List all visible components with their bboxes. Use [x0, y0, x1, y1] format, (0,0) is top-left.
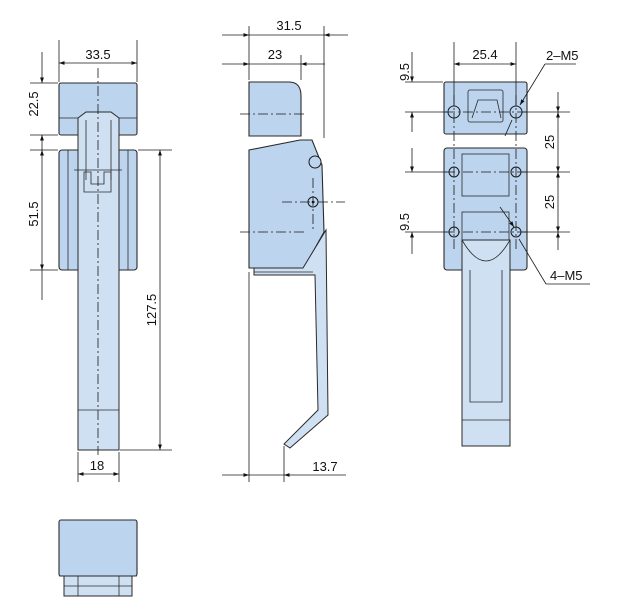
callout-lower-holes: 4–M5 — [550, 268, 583, 283]
dim-hole-spacing-width: 25.4 — [472, 47, 497, 62]
rear-view — [443, 81, 528, 447]
dim-overall-length: 127.5 — [144, 294, 159, 327]
front-dimensions: 33.5 22.5 51.5 127.5 18 — [26, 40, 172, 482]
side-view — [240, 81, 345, 449]
dim-front-cap-height: 22.5 — [26, 91, 41, 116]
dim-handle-width: 18 — [90, 458, 104, 473]
dim-side-total-depth: 31.5 — [276, 18, 301, 33]
dim-hole-offset-mid: 9.5 — [397, 213, 412, 231]
dim-hole-pitch-upper: 25 — [542, 135, 557, 149]
dim-front-width: 33.5 — [85, 47, 110, 62]
side-dimensions: 31.5 23 13.7 — [222, 18, 348, 482]
rear-dimensions: 25.4 9.5 9.5 25 25 2–M5 4–M5 — [397, 42, 590, 285]
callout-upper-holes: 2–M5 — [546, 48, 579, 63]
dim-side-body-depth: 23 — [268, 47, 282, 62]
bottom-view — [58, 519, 138, 597]
dim-hole-offset-top: 9.5 — [397, 63, 412, 81]
dim-handle-tip-offset: 13.7 — [312, 459, 337, 474]
front-view — [58, 68, 138, 455]
dim-front-base-height: 51.5 — [26, 201, 41, 226]
dim-hole-pitch-lower: 25 — [542, 195, 557, 209]
